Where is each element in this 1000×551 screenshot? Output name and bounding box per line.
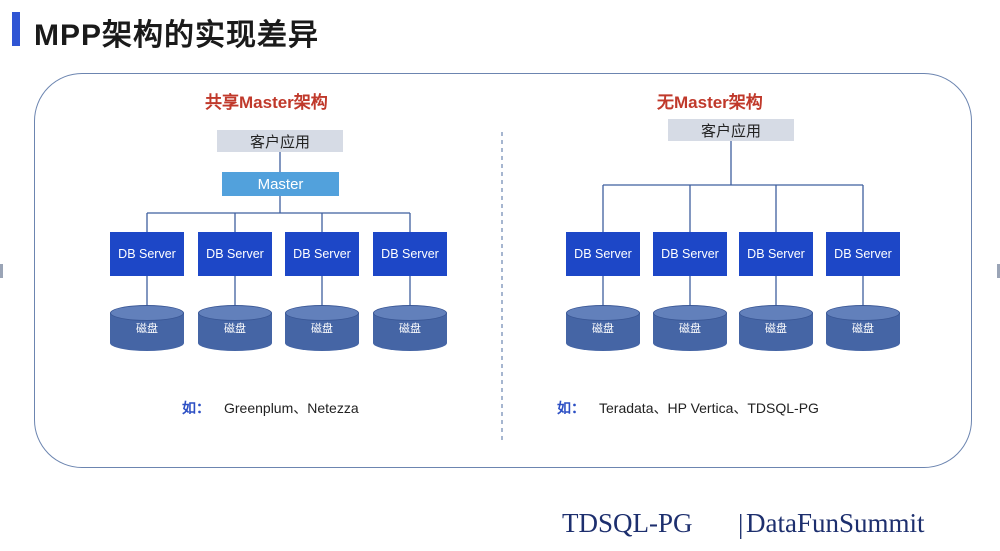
shared-master-title: 共享Master架构 bbox=[205, 93, 328, 112]
shared-disk-4: 磁盘 bbox=[373, 305, 447, 351]
disk-label: 磁盘 bbox=[399, 323, 421, 335]
disk-label: 磁盘 bbox=[852, 323, 874, 335]
no-master-client-app: 客户应用 bbox=[668, 119, 794, 141]
no-master-db-server-2: DB Server bbox=[653, 232, 727, 276]
title-accent-bar bbox=[12, 12, 20, 46]
master-node: Master bbox=[222, 172, 339, 196]
footer-brand-tdsql: TDSQL-PG bbox=[562, 508, 693, 538]
right-edge-mark bbox=[997, 264, 1000, 278]
no-master-disk-3: 磁盘 bbox=[739, 305, 813, 351]
shared-db-server-4: DB Server bbox=[373, 232, 447, 276]
shared-example: 如： Greenplum、Netezza bbox=[182, 398, 359, 418]
disk-label: 磁盘 bbox=[224, 323, 246, 335]
disk-label: 磁盘 bbox=[136, 323, 158, 335]
shared-db-server-3: DB Server bbox=[285, 232, 359, 276]
disk-label: 磁盘 bbox=[311, 323, 333, 335]
shared-disk-1: 磁盘 bbox=[110, 305, 184, 351]
example-lead: 如： bbox=[182, 400, 210, 416]
example-text: Greenplum、Netezza bbox=[224, 400, 359, 416]
no-master-db-server-1: DB Server bbox=[566, 232, 640, 276]
example-lead: 如： bbox=[557, 400, 585, 416]
shared-db-server-2: DB Server bbox=[198, 232, 272, 276]
footer-separator: | bbox=[738, 509, 744, 539]
no-master-disk-1: 磁盘 bbox=[566, 305, 640, 351]
footer-brand-datafun: DataFunSummit bbox=[746, 508, 925, 538]
disk-label: 磁盘 bbox=[592, 323, 614, 335]
page-title: MPP架构的实现差异 bbox=[34, 19, 320, 52]
no-master-db-server-3: DB Server bbox=[739, 232, 813, 276]
shared-disk-2: 磁盘 bbox=[198, 305, 272, 351]
shared-db-server-1: DB Server bbox=[110, 232, 184, 276]
no-master-title: 无Master架构 bbox=[657, 93, 763, 112]
no-master-db-server-4: DB Server bbox=[826, 232, 900, 276]
left-edge-mark bbox=[0, 264, 3, 278]
shared-disk-3: 磁盘 bbox=[285, 305, 359, 351]
no-master-disk-2: 磁盘 bbox=[653, 305, 727, 351]
diagram-panel bbox=[34, 73, 972, 468]
disk-label: 磁盘 bbox=[765, 323, 787, 335]
no-master-disk-4: 磁盘 bbox=[826, 305, 900, 351]
example-text: Teradata、HP Vertica、TDSQL-PG bbox=[599, 400, 819, 416]
disk-label: 磁盘 bbox=[679, 323, 701, 335]
shared-client-app: 客户应用 bbox=[217, 130, 343, 152]
no-master-example: 如： Teradata、HP Vertica、TDSQL-PG bbox=[557, 398, 819, 418]
